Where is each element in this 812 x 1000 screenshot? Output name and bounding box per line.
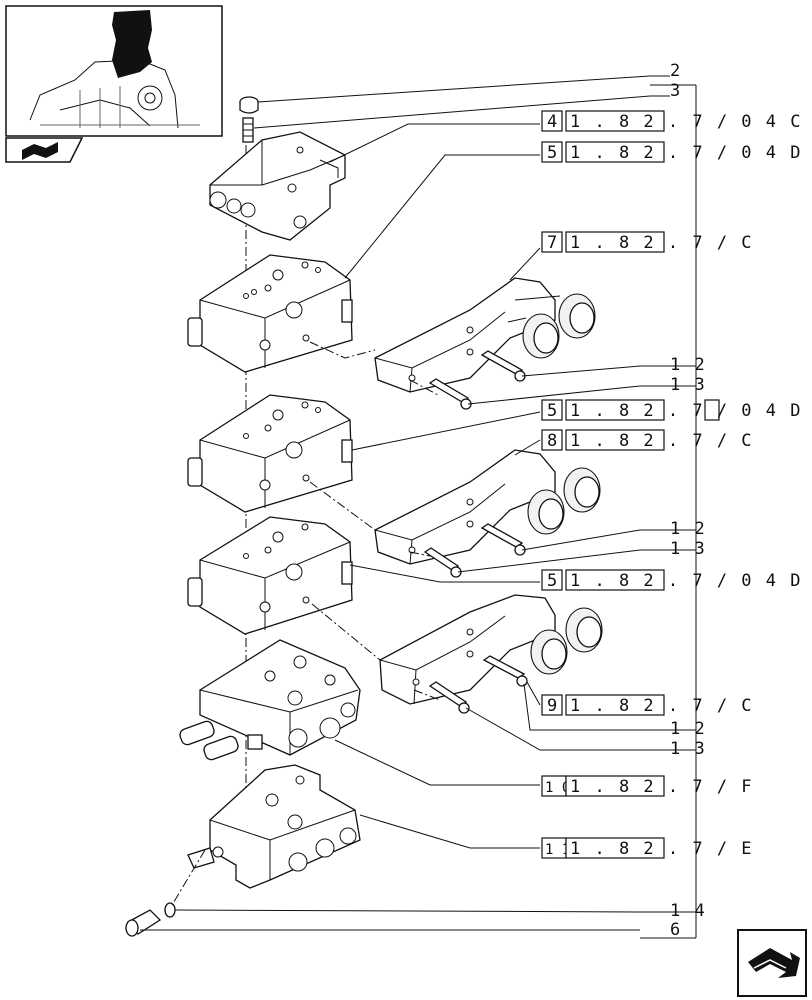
stud-part (242, 117, 254, 143)
valve-section-2-part (187, 394, 353, 513)
callout-14: 1 4 (670, 901, 707, 921)
callout-10[interactable]: 1 0 1 . 8 2 . 7 / F (541, 775, 754, 797)
callout-5-a[interactable]: 5 1 . 8 2 . 7 / 0 4 D (541, 141, 802, 163)
callout-12-b: 1 2 (670, 519, 707, 539)
callout-12-c: 1 2 (670, 719, 707, 739)
book-arrow-icon[interactable] (5, 137, 84, 163)
callout-3: 3 (670, 81, 682, 101)
coupler-bracket-3-part (379, 594, 603, 705)
callout-13-b: 1 3 (670, 539, 707, 559)
end-cover-top-part (209, 131, 346, 241)
svg-text:1 0: 1 0 (545, 780, 570, 796)
leader-bracket (640, 84, 697, 939)
svg-text:7: 7 (547, 233, 559, 253)
bolts-set-1 (428, 350, 526, 410)
svg-text:1 . 8 2 . 7 / 0 4 D: 1 . 8 2 . 7 / 0 4 D (570, 401, 802, 421)
svg-text:5: 5 (547, 401, 559, 421)
svg-text:8: 8 (547, 431, 559, 451)
callout-5-b[interactable]: 5 1 . 8 2 . 7 / 0 4 D (541, 399, 802, 421)
valve-section-1-part (187, 254, 353, 373)
svg-text:1 . 8 2 . 7 / F: 1 . 8 2 . 7 / F (570, 777, 754, 797)
callout-7[interactable]: 7 1 . 8 2 . 7 / C (541, 231, 754, 253)
bolts-set-2 (423, 523, 526, 578)
svg-text:5: 5 (547, 143, 559, 163)
o-ring-part (164, 902, 176, 918)
svg-text:4: 4 (547, 112, 559, 132)
callout-8[interactable]: 8 1 . 8 2 . 7 / C (541, 429, 754, 451)
location-thumbnail (5, 5, 223, 137)
valve-section-4-part (179, 639, 361, 761)
coupler-bracket-1-part (374, 277, 596, 393)
callout-13-c: 1 3 (670, 739, 707, 759)
callout-9[interactable]: 9 1 . 8 2 . 7 / C (541, 694, 754, 716)
callout-6: 6 (670, 920, 682, 940)
valve-section-3-part (187, 516, 353, 635)
callout-11[interactable]: 1 1 1 . 8 2 . 7 / E (541, 837, 754, 859)
bolts-set-3 (428, 655, 528, 714)
svg-text:1 . 8 2 . 7 / 0 4 D: 1 . 8 2 . 7 / 0 4 D (570, 143, 802, 163)
callout-13-a: 1 3 (670, 375, 707, 395)
leader-lines (140, 75, 696, 931)
coupler-bracket-2-part (374, 449, 601, 565)
svg-text:1 1: 1 1 (545, 842, 570, 858)
svg-text:1 . 8 2 . 7 / 0 4 C: 1 . 8 2 . 7 / 0 4 C (570, 112, 802, 132)
callout-4[interactable]: 4 1 . 8 2 . 7 / 0 4 C (541, 110, 802, 132)
plug-part (125, 909, 162, 937)
cap-nut-part (239, 96, 259, 114)
svg-text:9: 9 (547, 696, 559, 716)
svg-text:1 . 8 2 . 7 / 0 4 D: 1 . 8 2 . 7 / 0 4 D (570, 571, 802, 591)
callout-2: 2 (670, 61, 682, 81)
end-cover-bottom-part (187, 764, 361, 889)
svg-text:5: 5 (547, 571, 559, 591)
callout-12-a: 1 2 (670, 355, 707, 375)
svg-text:1 . 8 2 . 7 / E: 1 . 8 2 . 7 / E (570, 839, 754, 859)
callout-5-c[interactable]: 5 1 . 8 2 . 7 / 0 4 D (541, 569, 802, 591)
svg-text:1 . 8 2 . 7 / C: 1 . 8 2 . 7 / C (570, 233, 754, 253)
svg-text:1 . 8 2 . 7 / C: 1 . 8 2 . 7 / C (570, 696, 754, 716)
svg-text:1 . 8 2 . 7 / C: 1 . 8 2 . 7 / C (570, 431, 754, 451)
next-page-arrow-icon[interactable] (737, 929, 807, 997)
